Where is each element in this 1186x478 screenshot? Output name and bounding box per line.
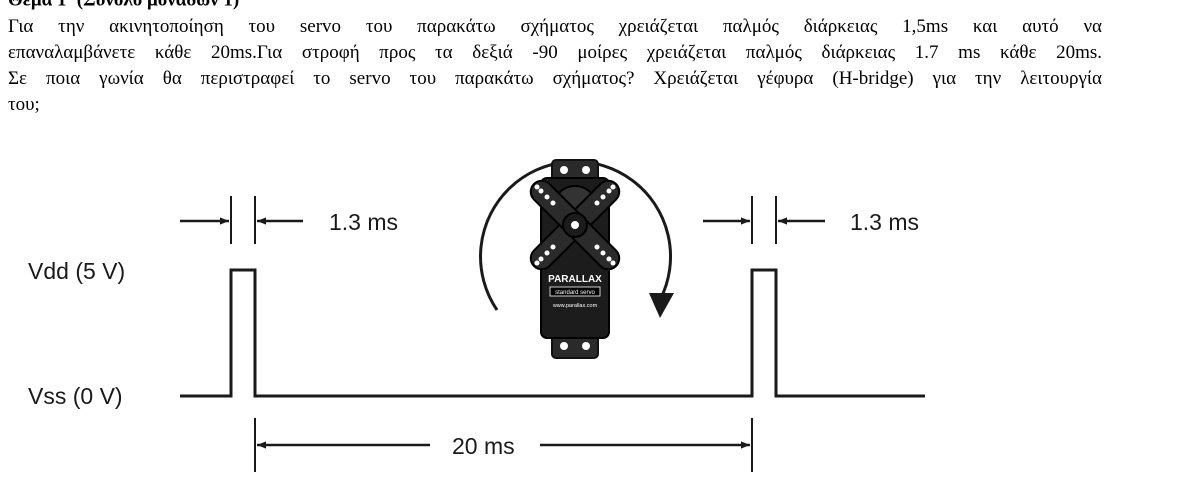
servo-url: www.parallax.com bbox=[552, 303, 598, 309]
pulse-width-label: 1.3 ms bbox=[850, 209, 919, 235]
servo-model: standard servo bbox=[555, 290, 595, 296]
servo-illustration: PARALLAX standard servo www.parallax.com bbox=[479, 159, 674, 359]
vss-label: Vss (0 V) bbox=[28, 383, 123, 409]
paragraph-line: επαναλαμβάνετε κάθε 20ms.Για στροφή προς… bbox=[8, 42, 1102, 63]
vdd-label: Vdd (5 V) bbox=[28, 258, 125, 284]
pulse-width-label: 1.3 ms bbox=[329, 209, 398, 235]
period-label: 20 ms bbox=[452, 433, 515, 459]
question-paragraph: Για την ακινητοποίηση του servo του παρα… bbox=[8, 14, 1102, 118]
rotation-arrowhead-icon bbox=[649, 293, 674, 318]
servo-brand: PARALLAX bbox=[548, 274, 602, 285]
pulse-waveform bbox=[180, 268, 925, 398]
question-heading: Θέμα 1ο (Σύνολο μονάδων 1) bbox=[8, 0, 239, 11]
paragraph-line: του; bbox=[8, 94, 40, 115]
paragraph-line: Για την ακινητοποίηση του servo του παρα… bbox=[8, 16, 1102, 37]
paragraph-line: Σε ποια γωνία θα περιστραφεί το servo το… bbox=[8, 68, 1102, 89]
